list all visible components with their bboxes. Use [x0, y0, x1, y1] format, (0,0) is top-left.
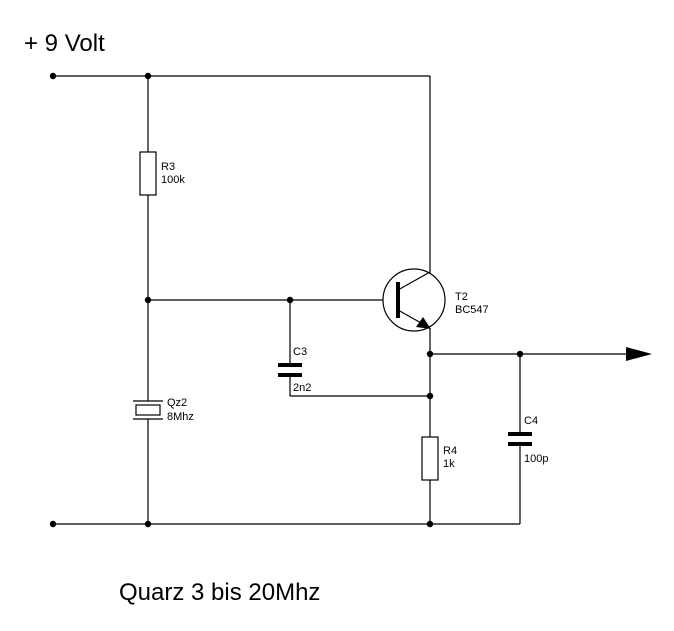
supply-voltage-label: + 9 Volt	[24, 30, 105, 57]
resistor-r4: R4 1k	[421, 436, 457, 481]
caption: Quarz 3 bis 20Mhz	[119, 579, 320, 606]
t2-ref: T2	[455, 291, 468, 303]
capacitor-c3: C3 2n2	[278, 300, 430, 397]
t2-value: BC547	[455, 304, 489, 316]
r4-ref: R4	[443, 445, 457, 457]
c4-ref: C4	[524, 415, 538, 427]
qz2-value: 8Mhz	[167, 411, 194, 423]
output-wire	[430, 347, 652, 361]
output-arrow-icon	[626, 347, 652, 361]
r3-value: 100k	[161, 174, 185, 186]
supply-rail	[53, 75, 431, 273]
c4-value: 100p	[524, 453, 548, 465]
capacitor-c4: C4 100p	[508, 354, 548, 465]
r4-value: 1k	[443, 458, 455, 470]
crystal-qz2: Qz2 8Mhz	[133, 397, 194, 423]
qz2-ref: Qz2	[167, 397, 187, 409]
c3-value: 2n2	[293, 382, 311, 394]
junction-dots	[49, 72, 524, 528]
resistor-r3: R3 100k	[139, 151, 185, 196]
r3-ref: R3	[161, 161, 175, 173]
ground-rail	[53, 463, 521, 525]
c3-ref: C3	[293, 346, 307, 358]
transistor-t2: T2 BC547	[382, 268, 489, 332]
